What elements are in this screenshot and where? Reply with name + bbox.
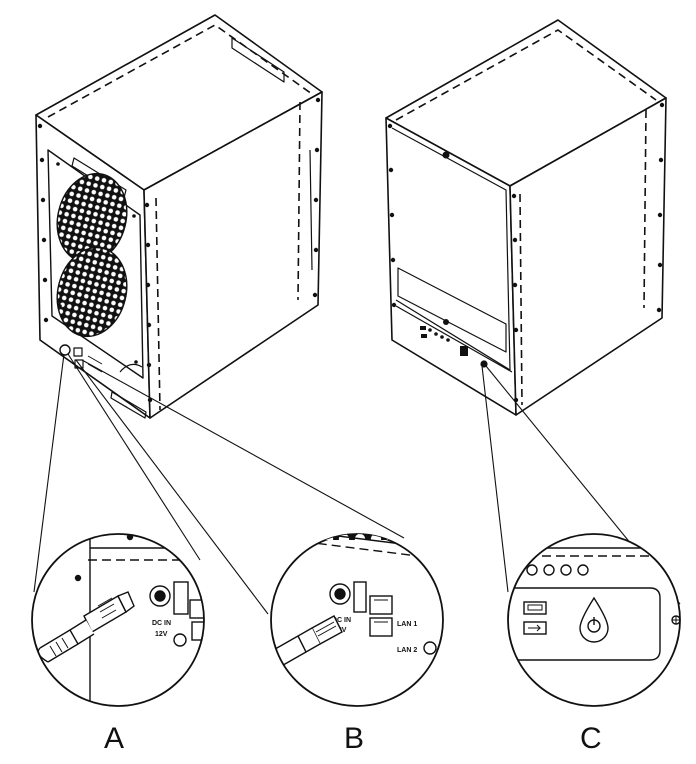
leader-lines xyxy=(33,353,681,615)
dc-in-label-a: DC IN xyxy=(152,620,171,627)
lan1-label: LAN 1 xyxy=(397,621,417,628)
callout-label-c: C xyxy=(580,722,602,755)
callout-label-a: A xyxy=(104,722,125,755)
callout-label-b: B xyxy=(344,722,365,755)
detail-a-circle: DC IN 12V xyxy=(31,533,205,707)
detail-b-circle: DC IN 12V LAN 1 LAN 2 xyxy=(270,533,444,707)
detail-c-circle xyxy=(507,533,681,707)
rear-view-nas xyxy=(35,14,323,419)
front-view-nas xyxy=(385,19,667,416)
lan2-label: LAN 2 xyxy=(397,647,417,654)
dc-in-label-b: DC IN xyxy=(332,617,351,624)
voltage-label-a: 12V xyxy=(155,631,168,638)
